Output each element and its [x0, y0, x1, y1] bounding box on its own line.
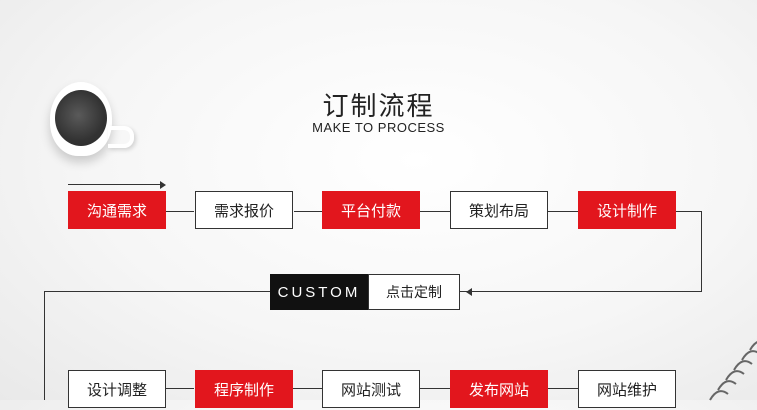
cup-coffee [55, 90, 107, 146]
connector-right-back [460, 291, 702, 292]
step-design-adjust[interactable]: 设计调整 [68, 370, 166, 408]
step-planning-layout[interactable]: 策划布局 [450, 191, 548, 229]
connector-2 [294, 211, 322, 212]
step-design-production[interactable]: 设计制作 [578, 191, 676, 229]
connector-7 [420, 388, 450, 389]
connector-right-v [701, 211, 702, 292]
connector-1 [166, 211, 194, 212]
connector-4 [548, 211, 578, 212]
connector-5 [166, 388, 194, 389]
step-program-production[interactable]: 程序制作 [195, 370, 293, 408]
connector-left-v [44, 291, 45, 400]
arrow-head-right-icon [160, 181, 166, 189]
connector-left-h [44, 291, 270, 292]
click-customize-button[interactable]: 点击定制 [368, 274, 460, 310]
cup-handle [108, 126, 134, 148]
connector-6 [292, 388, 322, 389]
arrow-head-left-icon [466, 288, 472, 296]
connector-3 [420, 211, 450, 212]
coffee-cup-image [50, 82, 134, 156]
page-subtitle: MAKE TO PROCESS [312, 120, 445, 135]
spiral-notebook-image [709, 341, 757, 401]
step-site-testing[interactable]: 网站测试 [322, 370, 420, 408]
connector-right-h [676, 211, 702, 212]
arrow-line-top [68, 184, 164, 185]
step-communicate-needs[interactable]: 沟通需求 [68, 191, 166, 229]
connector-8 [548, 388, 578, 389]
custom-button[interactable]: CUSTOM [270, 274, 368, 310]
step-site-maintenance[interactable]: 网站维护 [578, 370, 676, 408]
step-publish-site[interactable]: 发布网站 [450, 370, 548, 408]
page-title: 订制流程 [322, 92, 435, 122]
step-quotation[interactable]: 需求报价 [195, 191, 293, 229]
step-platform-payment[interactable]: 平台付款 [322, 191, 420, 229]
